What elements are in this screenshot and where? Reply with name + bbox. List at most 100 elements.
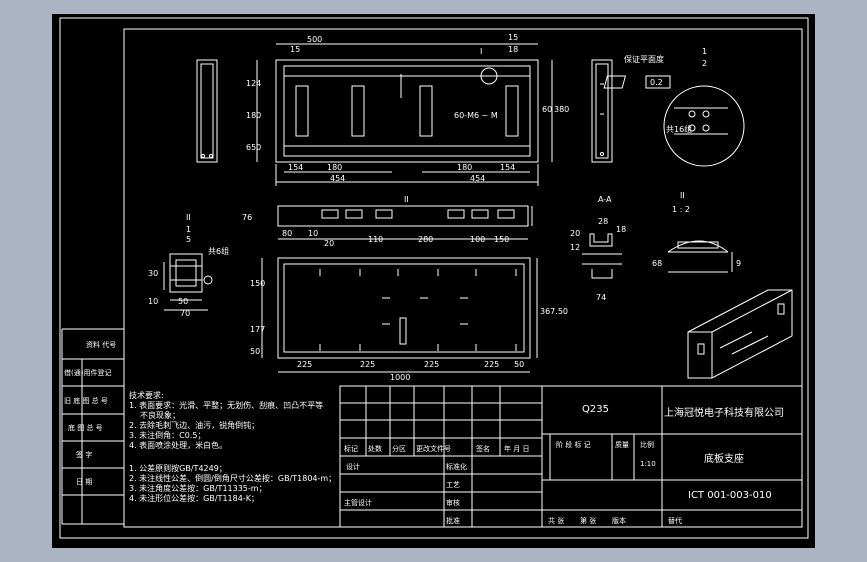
dim-100: 100 bbox=[470, 235, 485, 244]
dim-124: 124 bbox=[246, 79, 261, 88]
left-strip bbox=[61, 328, 124, 525]
dim-76: 76 bbox=[242, 213, 252, 222]
tb-material: Q235 bbox=[582, 404, 609, 415]
flatness-label: 保证平面度 bbox=[624, 54, 664, 64]
strip-label-5: 借(通)用件登记 bbox=[64, 368, 111, 377]
tb-company: 上海冠悦电子科技有限公司 bbox=[664, 406, 784, 419]
tb-header-4: 签名 bbox=[476, 444, 490, 453]
tb-row-5: 批准 bbox=[446, 516, 460, 525]
dim-225d: 225 bbox=[484, 360, 499, 369]
dim-9: 9 bbox=[736, 259, 741, 268]
dim-454b: 454 bbox=[470, 174, 485, 183]
dim-225c: 225 bbox=[424, 360, 439, 369]
tb-stage-1: 质量 bbox=[615, 440, 629, 449]
thread-note: 60-M6 ~ M bbox=[454, 111, 498, 120]
note-line-7: 3. 未注角度公差按：GB/T11335-m； bbox=[129, 483, 267, 493]
note-line-6: 2. 未注线性公差、倒圆/倒角尺寸公差按：GB/T1804-m； bbox=[129, 473, 336, 483]
dim-20: 20 bbox=[324, 239, 334, 248]
tb-row-0: 设计 bbox=[346, 462, 360, 471]
detail-ii-right bbox=[667, 240, 733, 273]
tb-stage-0: 阶 段 标 记 bbox=[556, 440, 591, 449]
detail-circle bbox=[603, 75, 745, 167]
fraction-1-right: 1 bbox=[702, 47, 707, 56]
hole-note-big: 共16组 bbox=[666, 124, 692, 134]
dim-150s: 150 bbox=[250, 279, 265, 288]
ribbed-view bbox=[277, 205, 533, 240]
section-aa bbox=[582, 233, 622, 279]
dim-15b: 15 bbox=[508, 33, 518, 42]
dim-280: 280 bbox=[418, 235, 433, 244]
dim-30: 30 bbox=[148, 269, 158, 278]
fraction-1-left: 1 bbox=[186, 225, 191, 234]
dim-50: 50 bbox=[514, 360, 524, 369]
dim-154a: 154 bbox=[288, 163, 303, 172]
dim-50s: 50 bbox=[250, 347, 260, 356]
fraction-2-right: 2 bbox=[702, 59, 707, 68]
dim-50l: 50 bbox=[178, 297, 188, 306]
tb-row-4: 主管设计 bbox=[344, 498, 372, 507]
tb-header-2: 分区 bbox=[392, 444, 406, 453]
dim-aa-18: 18 bbox=[616, 225, 626, 234]
outer-frame bbox=[59, 17, 809, 539]
detail-ii-left bbox=[163, 253, 213, 311]
tb-header-3: 更改文件号 bbox=[416, 444, 451, 453]
notes-title: 技术要求: bbox=[129, 390, 164, 400]
dim-aa-20: 20 bbox=[570, 229, 580, 238]
tb-part-name: 底板支座 bbox=[704, 452, 744, 465]
dim-150: 150 bbox=[494, 235, 509, 244]
tb-header-0: 标记 bbox=[344, 444, 358, 453]
label-aa: A-A bbox=[598, 195, 612, 204]
dim-225a: 225 bbox=[297, 360, 312, 369]
dim-650: 650 bbox=[246, 143, 261, 152]
tb-stage-2: 比例 bbox=[640, 440, 654, 449]
dim-80: 80 bbox=[282, 229, 292, 238]
scale-ii-label: II bbox=[680, 191, 685, 200]
label-i: I bbox=[480, 47, 482, 56]
drawing-canvas[interactable]: 500 15 15 18 124 180 650 60 380 154 180 … bbox=[52, 14, 815, 548]
note-line-3: 3. 未注倒角：C0.5； bbox=[129, 430, 205, 440]
tech-notes: 技术要求: 1. 表面要求：光滑、平整；无划伤、刮痕、凹凸不平等 不良现象； 2… bbox=[129, 390, 336, 503]
tb-header-5: 年 月 日 bbox=[504, 444, 529, 453]
dim-500: 500 bbox=[307, 35, 322, 44]
hole-note: 共6组 bbox=[208, 246, 229, 256]
dim-15a: 15 bbox=[290, 45, 300, 54]
dim-180: 180 bbox=[246, 111, 261, 120]
tb-bottom-3: 替代 bbox=[668, 516, 682, 525]
note-line-1: 不良现象； bbox=[140, 410, 180, 420]
label-ii-top: II bbox=[404, 195, 409, 204]
dim-154b: 154 bbox=[500, 163, 515, 172]
tb-bottom-2: 版本 bbox=[612, 516, 626, 525]
strip-label-2: 底 图 总 号 bbox=[68, 423, 103, 432]
dim-aa-28: 28 bbox=[598, 217, 608, 226]
dim-180a: 180 bbox=[327, 163, 342, 172]
title-block bbox=[339, 385, 803, 528]
dim-454a: 454 bbox=[330, 174, 345, 183]
side-view-right bbox=[591, 59, 613, 163]
fraction-5-left: 5 bbox=[186, 235, 191, 244]
scale-ii-value: 1 : 2 bbox=[672, 205, 690, 214]
tb-drawing-no: ICT 001-003-010 bbox=[688, 490, 772, 501]
label-ii-left: II bbox=[186, 213, 191, 222]
strip-label-3: 签 字 bbox=[76, 450, 92, 459]
strip-label-4: 日 期 bbox=[76, 478, 92, 486]
dim-68: 68 bbox=[652, 259, 662, 268]
dim-aa-12: 12 bbox=[570, 243, 580, 252]
dim-110: 110 bbox=[368, 235, 383, 244]
dim-10l: 10 bbox=[148, 297, 158, 306]
dim-18: 18 bbox=[508, 45, 518, 54]
dim-1000: 1000 bbox=[390, 373, 410, 382]
dim-380: 380 bbox=[554, 105, 569, 114]
note-line-4: 4. 表面喷涂处理，米白色。 bbox=[129, 440, 227, 450]
dim-70: 70 bbox=[180, 309, 190, 318]
strip-label-0: 资料 代号 bbox=[86, 340, 116, 349]
tb-row-2: 工艺 bbox=[446, 481, 460, 489]
bottom-plan-view bbox=[261, 257, 538, 373]
tb-header-1: 处数 bbox=[368, 444, 382, 453]
dim-367: 367.50 bbox=[540, 307, 568, 316]
tb-bottom-1: 第 张 bbox=[580, 516, 596, 525]
strip-label-1: 旧 底 图 总 号 bbox=[64, 396, 108, 405]
dim-180b: 180 bbox=[457, 163, 472, 172]
dim-10: 10 bbox=[308, 229, 318, 238]
tb-row-3: 审核 bbox=[446, 498, 460, 507]
inner-frame bbox=[123, 28, 803, 528]
